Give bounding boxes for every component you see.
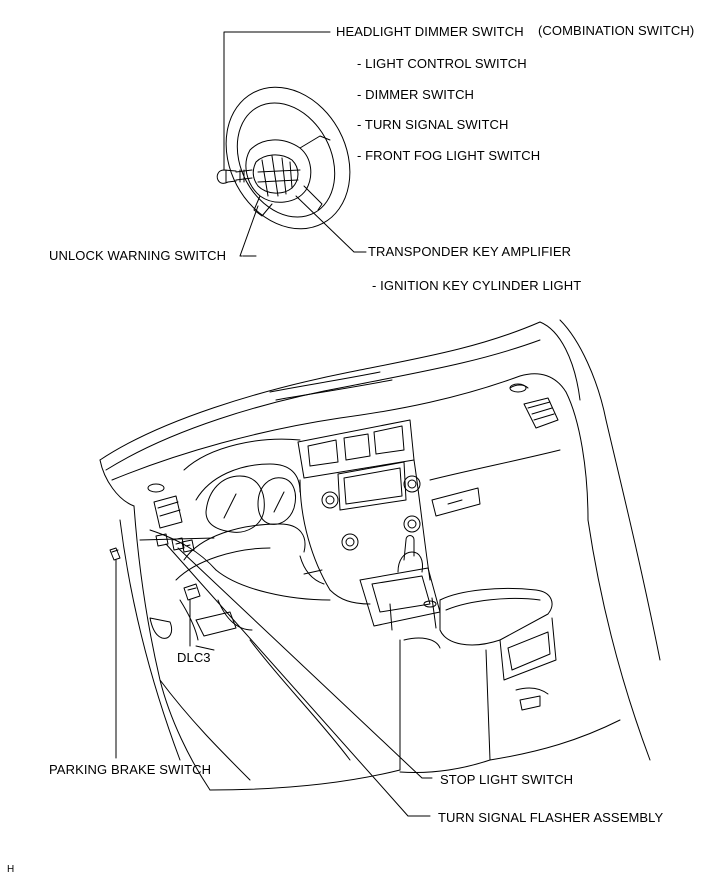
label-transponder-key-amplifier: TRANSPONDER KEY AMPLIFIER — [368, 244, 572, 259]
label-dlc3: DLC3 — [177, 650, 211, 665]
headlight-dimmer-leader — [223, 31, 331, 171]
label-stop-light-switch: STOP LIGHT SWITCH — [440, 772, 574, 787]
label-light-control-switch: - LIGHT CONTROL SWITCH — [357, 56, 527, 71]
component-markers — [109, 533, 201, 601]
transponder-leader — [295, 195, 367, 253]
label-dimmer-switch: - DIMMER SWITCH — [357, 87, 475, 102]
stop-light-leader — [177, 547, 433, 779]
label-combination-switch: (COMBINATION SWITCH) — [538, 23, 695, 38]
label-headlight-dimmer-switch: HEADLIGHT DIMMER SWITCH — [336, 24, 524, 39]
label-turn-signal-switch: - TURN SIGNAL SWITCH — [357, 117, 509, 132]
label-parking-brake-switch: PARKING BRAKE SWITCH — [49, 762, 212, 777]
unlock-warning-leader — [239, 205, 259, 257]
label-turn-signal-flasher-assembly: TURN SIGNAL FLASHER ASSEMBLY — [438, 810, 664, 825]
label-unlock-warning-switch: UNLOCK WARNING SWITCH — [49, 248, 227, 263]
label-ignition-key-cylinder-light: - IGNITION KEY CYLINDER LIGHT — [372, 278, 582, 293]
label-front-fog-light-switch: - FRONT FOG LIGHT SWITCH — [357, 148, 541, 163]
turn-flasher-leader — [165, 543, 431, 817]
dashboard-illustration — [99, 319, 661, 791]
steering-wheel-illustration — [216, 86, 351, 230]
figure-code: H — [7, 864, 15, 875]
